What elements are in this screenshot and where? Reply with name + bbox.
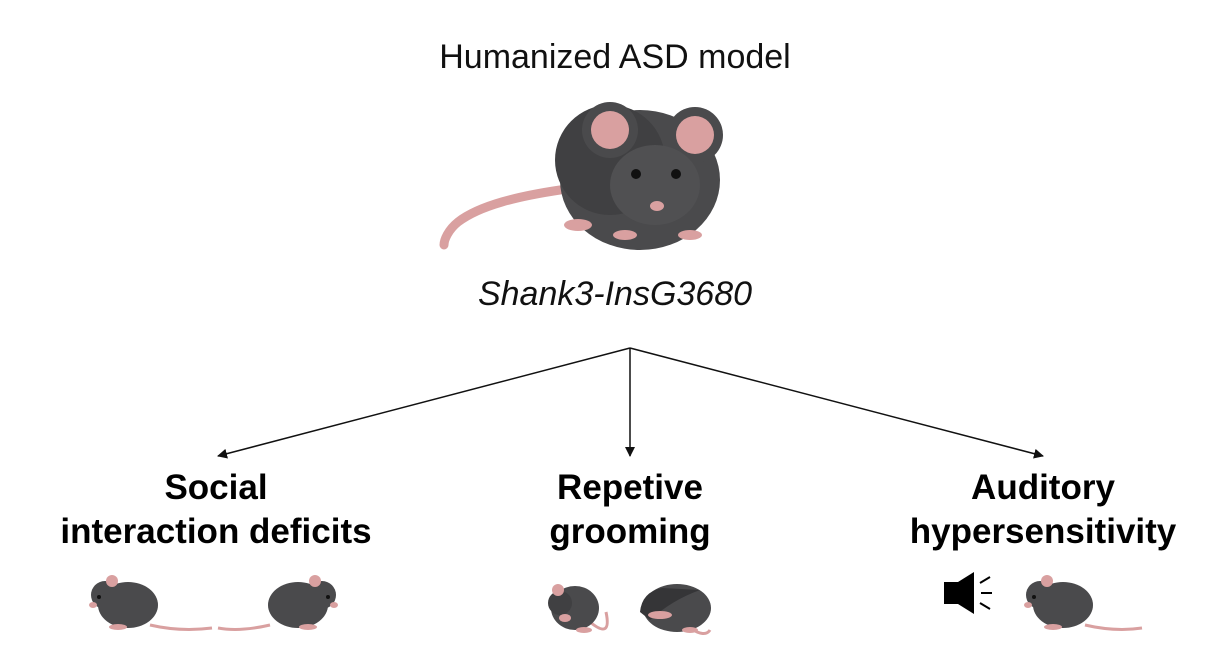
mouse-icon	[1024, 575, 1143, 631]
phenotype-grooming: Repetive grooming	[430, 466, 830, 554]
phenotype-social-line1: Social	[164, 468, 268, 507]
arrow-to-auditory	[629, 347, 1044, 459]
phenotype-auditory: Auditory hypersensitivity	[843, 466, 1230, 554]
grooming-mice-icon	[548, 584, 712, 635]
phenotype-auditory-line2: hypersensitivity	[909, 512, 1177, 551]
speaker-mouse-icon	[944, 572, 1143, 631]
phenotype-auditory-line1: Auditory	[971, 468, 1115, 507]
genotype-label: Shank3-InsG3680	[477, 275, 753, 313]
main-mouse-icon	[439, 102, 723, 250]
phenotype-social: Social interaction deficits	[16, 466, 416, 554]
phenotype-grooming-line2: grooming	[549, 512, 711, 551]
phenotype-social-line2: interaction deficits	[60, 512, 372, 551]
speaker-icon	[944, 572, 992, 614]
two-mice-facing-icon	[89, 575, 338, 631]
diagram-title: Humanized ASD model	[439, 38, 791, 76]
arrow-to-social	[217, 347, 631, 459]
phenotype-grooming-line1: Repetive	[557, 468, 703, 507]
